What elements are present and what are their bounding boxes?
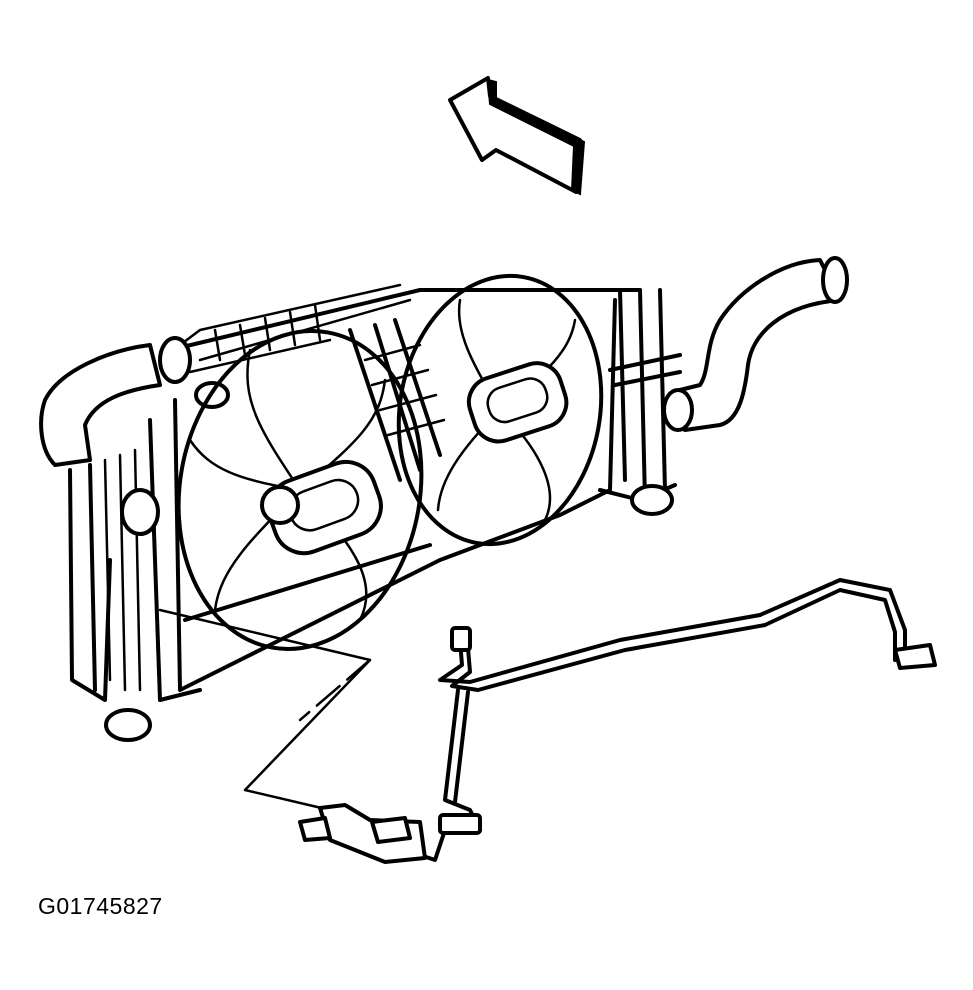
right-cooling-fan bbox=[396, 273, 604, 547]
figure-code: G01745827 bbox=[38, 893, 163, 919]
lower-radiator-hose bbox=[662, 256, 849, 432]
fan-wiring-harness bbox=[348, 318, 446, 482]
upper-radiator-hose bbox=[39, 336, 230, 467]
callout-leader bbox=[158, 608, 372, 812]
sensor-wiring-harness bbox=[418, 578, 937, 862]
front-arrow-icon bbox=[448, 76, 586, 196]
left-cooling-fan bbox=[176, 329, 424, 651]
sensor-connector bbox=[298, 803, 427, 864]
radiator-mounts bbox=[104, 484, 674, 742]
fan-shroud bbox=[173, 298, 617, 692]
